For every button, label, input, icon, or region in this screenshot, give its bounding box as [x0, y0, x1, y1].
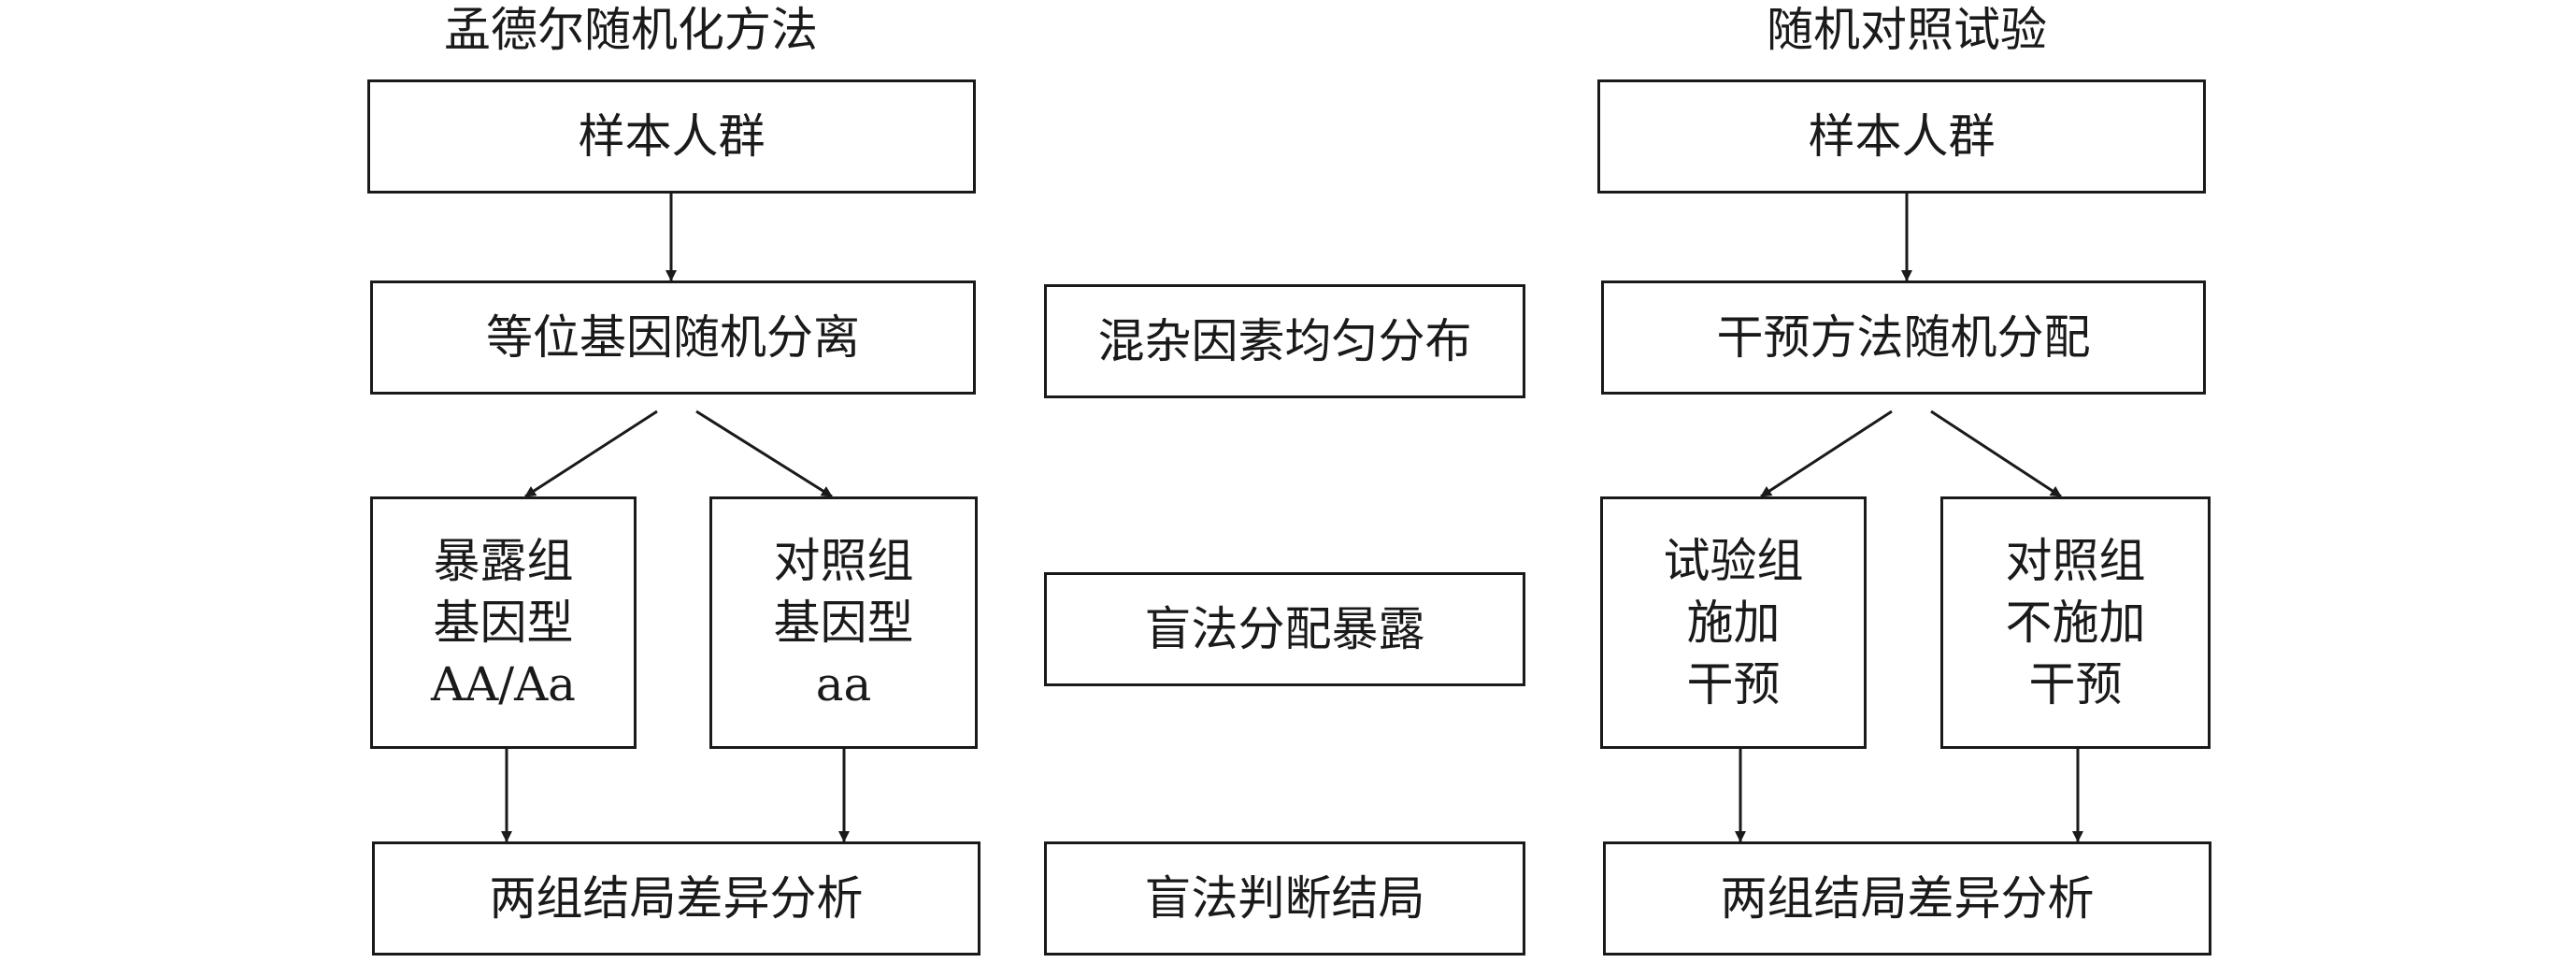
mendelian-title: 孟德尔随机化方法	[444, 3, 818, 57]
blind-outcome-label: 盲法判断结局	[1144, 871, 1425, 926]
rct-outcome-analysis-label: 两组结局差异分析	[1720, 871, 2095, 926]
mr-outcome-analysis-label: 两组结局差异分析	[489, 871, 864, 926]
mr-control-group-line1: 对照组	[773, 534, 914, 588]
rct-sample-population-box: 样本人群	[1597, 79, 2206, 194]
rct-trial-group-line2: 施加	[1686, 596, 1781, 650]
mr-exposure-group-line1: 暴露组	[433, 534, 574, 588]
blind-exposure-label: 盲法分配暴露	[1144, 602, 1425, 656]
confounders-box: 混杂因素均匀分布	[1044, 284, 1525, 398]
blind-outcome-box: 盲法判断结局	[1044, 841, 1525, 956]
arrow-rct-allocation-to-control	[1930, 410, 2062, 498]
mr-sample-population-label: 样本人群	[578, 109, 766, 164]
rct-control-group-box: 对照组 不施加 干预	[1940, 496, 2211, 749]
mr-control-group-line2: 基因型	[773, 596, 914, 650]
rct-trial-group-box: 试验组 施加 干预	[1600, 496, 1867, 749]
mr-allele-segregation-box: 等位基因随机分离	[370, 280, 976, 395]
rct-title: 随机对照试验	[1767, 3, 2047, 57]
rct-random-allocation-box: 干预方法随机分配	[1601, 280, 2206, 395]
arrow-rct-allocation-to-trial	[1760, 410, 1893, 498]
mr-sample-population-box: 样本人群	[367, 79, 976, 194]
rct-sample-population-label: 样本人群	[1808, 109, 1996, 164]
rct-random-allocation-label: 干预方法随机分配	[1716, 310, 2091, 365]
rct-outcome-analysis-box: 两组结局差异分析	[1603, 841, 2211, 956]
mr-exposure-group-box: 暴露组 基因型 AA/Aa	[370, 496, 637, 749]
rct-control-group-line3: 干预	[2028, 657, 2123, 711]
confounders-label: 混杂因素均匀分布	[1097, 314, 1472, 368]
rct-trial-group-line3: 干预	[1686, 657, 1781, 711]
mr-control-group-line3: aa	[815, 657, 872, 711]
arrow-mr-segregation-to-control	[695, 410, 833, 498]
mr-exposure-group-line3: AA/Aa	[431, 657, 576, 711]
mr-exposure-group-line2: 基因型	[433, 596, 574, 650]
rct-control-group-line1: 对照组	[2005, 534, 2146, 588]
mr-control-group-box: 对照组 基因型 aa	[709, 496, 978, 749]
mr-allele-segregation-label: 等位基因随机分离	[486, 310, 860, 365]
mr-outcome-analysis-box: 两组结局差异分析	[372, 841, 980, 956]
blind-exposure-box: 盲法分配暴露	[1044, 572, 1525, 686]
rct-trial-group-line1: 试验组	[1663, 534, 1804, 588]
rct-control-group-line2: 不施加	[2005, 596, 2146, 650]
arrow-mr-segregation-to-exposure	[524, 410, 658, 498]
